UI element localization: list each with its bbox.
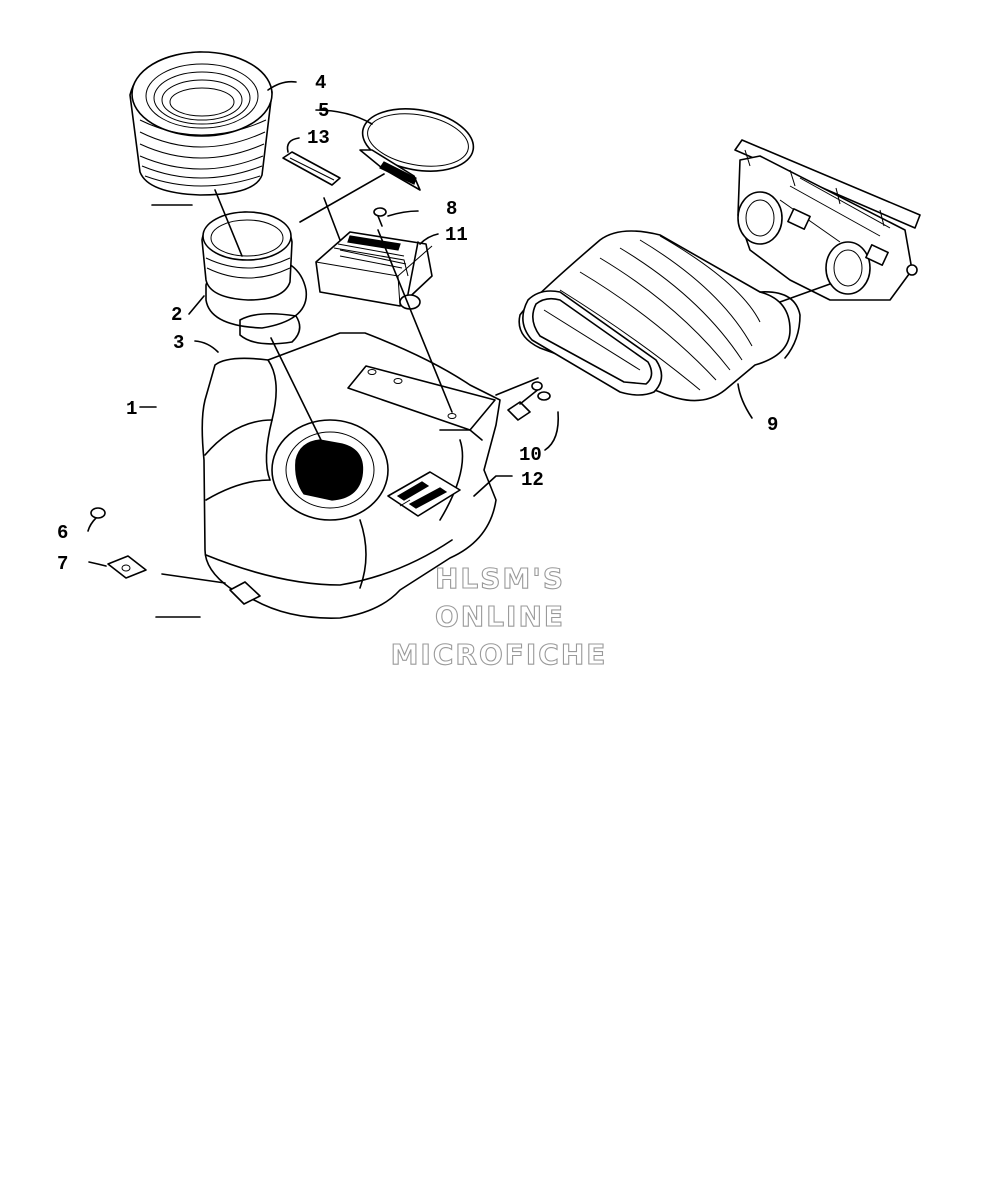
callout-5: 5 [318, 100, 329, 122]
airbox-intake-opening [271, 419, 389, 521]
callout-2: 2 [171, 304, 182, 326]
callout-labels: 4 5 13 2 3 1 8 11 6 7 10 12 9 [57, 72, 778, 575]
watermark-line-2: ONLINE [435, 600, 565, 633]
part-gasket-3 [239, 312, 301, 345]
part-clamp-5 [359, 108, 475, 191]
callout-11: 11 [445, 224, 468, 246]
leader-lines [87, 80, 831, 618]
callout-13: 13 [307, 127, 330, 149]
watermark-line-1: HLSM'S [435, 562, 565, 595]
callout-3: 3 [173, 332, 184, 354]
callout-8: 8 [446, 198, 457, 220]
callout-12: 12 [521, 469, 544, 491]
part-strip-13 [282, 151, 341, 186]
callout-10: 10 [519, 444, 542, 466]
part-filter-11 [315, 231, 433, 307]
part-adapter-2 [201, 211, 308, 329]
callout-7: 7 [57, 553, 68, 575]
watermark: HLSM'S ONLINE MICROFICHE [390, 561, 608, 671]
callout-4: 4 [315, 72, 326, 94]
callout-1: 1 [126, 398, 137, 420]
part-bellows-4 [129, 51, 273, 196]
callout-9: 9 [767, 414, 778, 436]
part-duct-9 [518, 230, 801, 402]
part-decal-12 [387, 471, 461, 517]
callout-6: 6 [57, 522, 68, 544]
part-carburetor-assembly [734, 139, 921, 301]
part-fastener-10 [507, 381, 551, 421]
part-bracket-7 [107, 555, 147, 579]
watermark-line-3: MICROFICHE [391, 638, 608, 671]
part-grommet-6 [90, 507, 106, 519]
